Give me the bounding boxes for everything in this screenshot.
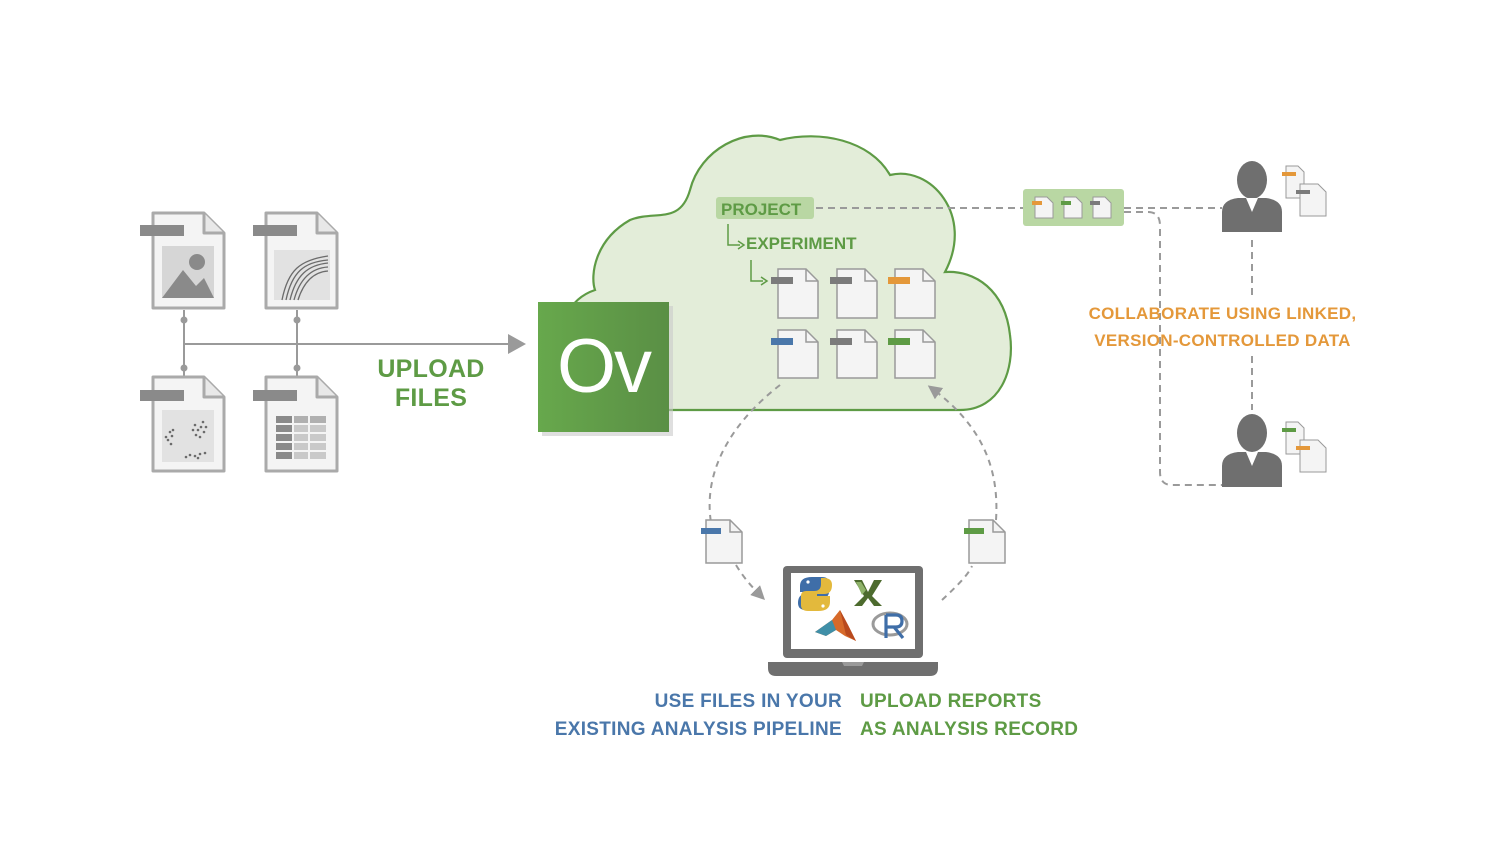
ov-logo-text: Ov <box>556 324 652 409</box>
cloud-files <box>771 268 936 379</box>
table-file-icon <box>253 375 339 473</box>
upload-files-line1: UPLOAD <box>377 355 485 383</box>
source-files <box>140 211 526 473</box>
experiment-label: EXPERIMENT <box>746 234 857 253</box>
upload-reports-label: UPLOAD REPORTS AS ANALYSIS RECORD <box>860 688 1160 744</box>
python-icon <box>798 577 832 611</box>
matlab-icon <box>815 610 856 641</box>
use-files-line1: USE FILES IN YOUR <box>654 691 842 712</box>
collaboration-links <box>816 207 1253 486</box>
ov-logo <box>538 302 673 436</box>
curve-chart-file-icon <box>253 211 339 310</box>
upload-files-label: UPLOAD FILES <box>356 355 506 413</box>
cloud-file-icon <box>888 268 936 319</box>
download-file-icon <box>701 519 743 564</box>
analysis-loop <box>708 384 998 601</box>
cloud-file-icon <box>830 268 878 319</box>
scatter-file-icon <box>140 375 226 473</box>
collaborate-line1: COLLABORATE USING LINKED, <box>1088 304 1357 323</box>
upload-reports-line2: AS ANALYSIS RECORD <box>860 719 1079 740</box>
upload-reports-line1: UPLOAD REPORTS <box>860 691 1042 712</box>
user-avatar-icon <box>1222 414 1327 487</box>
excel-icon <box>854 580 882 606</box>
laptop-icon <box>768 566 938 676</box>
collaborate-label: COLLABORATE USING LINKED, VERSION-CONTRO… <box>1070 300 1375 354</box>
image-file-icon <box>140 211 226 310</box>
user-avatar-icon <box>1222 161 1327 232</box>
r-icon <box>871 611 909 640</box>
use-files-line2: EXISTING ANALYSIS PIPELINE <box>554 719 842 740</box>
project-label: PROJECT <box>721 200 802 219</box>
cloud-file-icon <box>830 329 878 379</box>
cloud-file-icon <box>771 329 819 379</box>
cloud-file-icon <box>888 329 936 379</box>
linked-files-box <box>1023 189 1124 226</box>
use-files-label: USE FILES IN YOUR EXISTING ANALYSIS PIPE… <box>520 688 842 744</box>
upload-files-line2: FILES <box>394 384 468 412</box>
upload-arrowhead <box>508 334 526 354</box>
cloud-file-icon <box>771 268 819 319</box>
project-highlight <box>716 197 814 219</box>
collaborate-line2: VERSION-CONTROLLED DATA <box>1094 331 1351 350</box>
report-file-icon <box>964 519 1006 564</box>
